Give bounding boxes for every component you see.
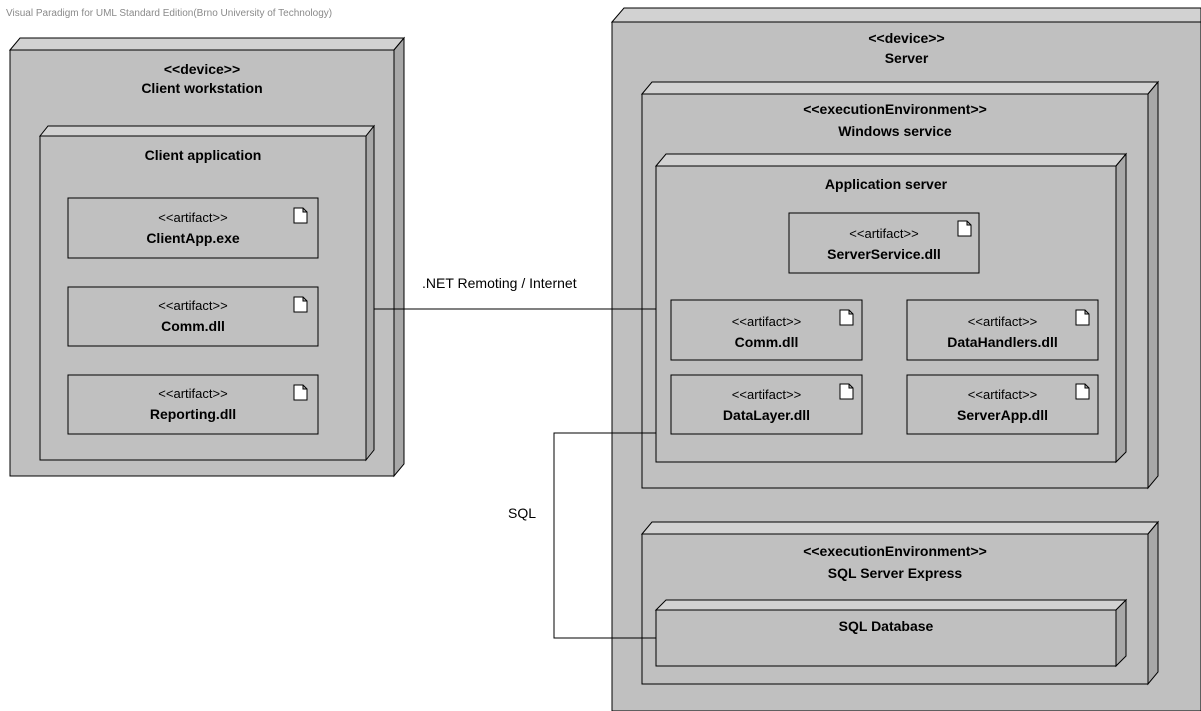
artifact-name: ClientApp.exe [146, 230, 240, 246]
artifact-stereotype: <<artifact>> [731, 387, 802, 402]
sql-label: SQL [508, 505, 537, 521]
server-node-stereotype: <<device>> [868, 30, 945, 46]
document-icon [1075, 309, 1090, 326]
client-app-name: Client application [144, 147, 262, 163]
artifact-datahandlers[interactable] [906, 299, 1099, 361]
document-icon [293, 296, 308, 313]
artifact-name: Comm.dll [161, 318, 225, 334]
artifact-name: DataLayer.dll [722, 407, 811, 423]
sql-connector[interactable] [553, 432, 656, 639]
document-icon [293, 207, 308, 224]
windows-service-name: Windows service [838, 123, 952, 139]
artifact-clientapp[interactable] [67, 197, 319, 259]
artifact-stereotype: <<artifact>> [158, 210, 228, 225]
artifact-stereotype: <<artifact>> [158, 298, 228, 313]
server-node-name: Server [884, 50, 929, 66]
app-server-name: Application server [824, 176, 948, 192]
document-icon [839, 309, 854, 326]
artifact-reporting[interactable] [67, 374, 319, 435]
artifact-client-comm[interactable] [67, 286, 319, 347]
document-icon [1075, 383, 1090, 400]
sql-server-name: SQL Server Express [827, 565, 963, 581]
artifact-name: Reporting.dll [149, 406, 237, 422]
artifact-stereotype: <<artifact>> [967, 387, 1038, 402]
artifact-name: ServerApp.dll [956, 407, 1049, 423]
artifact-stereotype: <<artifact>> [849, 226, 919, 241]
artifact-name: ServerService.dll [827, 246, 941, 262]
client-node-stereotype: <<device>> [163, 61, 241, 77]
artifact-stereotype: <<artifact>> [967, 314, 1038, 329]
artifact-stereotype: <<artifact>> [158, 386, 228, 401]
artifact-server-comm[interactable] [670, 299, 863, 361]
sql-database-node[interactable] [654, 598, 1128, 668]
client-node-name: Client workstation [141, 80, 263, 96]
sql-database-name: SQL Database [838, 618, 934, 634]
artifact-serverapp[interactable] [906, 374, 1099, 435]
watermark: Visual Paradigm for UML Standard Edition… [6, 8, 333, 19]
remoting-label: .NET Remoting / Internet [422, 275, 577, 291]
sql-server-stereotype: <<executionEnvironment>> [803, 543, 987, 559]
windows-service-stereotype: <<executionEnvironment>> [803, 101, 987, 117]
document-icons [293, 207, 1090, 401]
artifact-name: DataHandlers.dll [947, 334, 1058, 350]
artifact-datalayer[interactable] [670, 374, 863, 435]
document-icon [293, 384, 308, 401]
document-icon [957, 220, 972, 237]
artifact-name: Comm.dll [734, 334, 799, 350]
document-icon [839, 383, 854, 400]
artifact-stereotype: <<artifact>> [731, 314, 802, 329]
artifact-serverservice[interactable] [788, 212, 980, 274]
